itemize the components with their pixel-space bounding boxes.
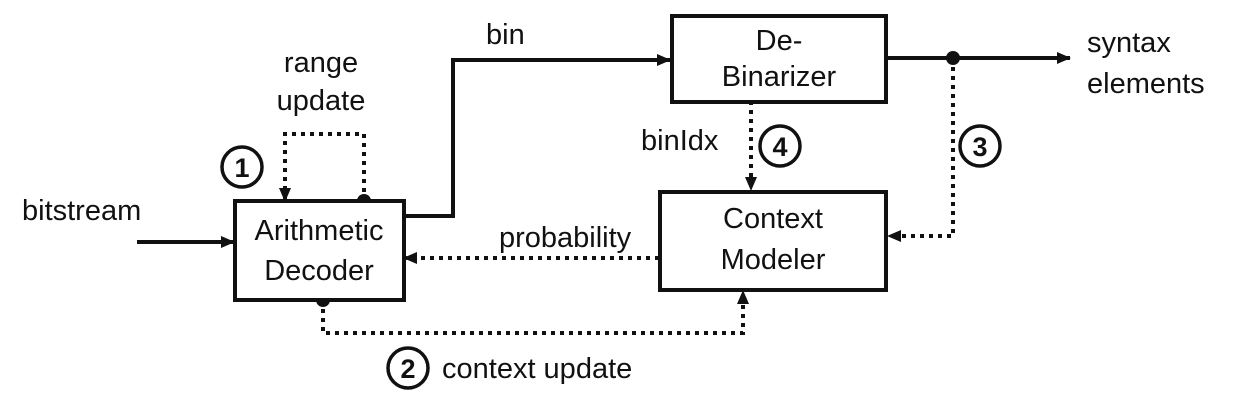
marker-3-number: 3 [972,132,987,162]
marker-4: 4 [758,124,802,168]
syntax-feedback-arrow [887,58,955,242]
context-modeler-label-2: Modeler [721,244,826,276]
bitstream-label: bitstream [22,195,141,227]
context-update-arrow [321,290,749,335]
marker-1-number: 1 [234,153,249,183]
range-update-label-1: range [284,47,358,79]
de-binarizer-block: De- Binarizer [670,14,888,104]
syntax-elements-label-1: syntax [1087,27,1171,59]
arithmetic-decoder-label-1: Arithmetic [255,215,384,247]
arithmetic-decoder-block: Arithmetic Decoder [233,199,406,302]
probability-label: probability [499,222,632,254]
context-modeler-block: Context Modeler [658,190,888,292]
marker-3: 3 [958,124,1002,168]
de-binarizer-label-1: De- [756,25,803,57]
de-binarizer-label-2: Binarizer [722,61,837,93]
range-update-loop [279,132,366,202]
arithmetic-decoder-label-2: Decoder [264,255,374,287]
range-update-label-2: update [277,85,366,117]
context-modeler-label-1: Context [723,203,823,235]
context-update-label: context update [442,353,632,385]
bin-label: bin [486,19,525,51]
binidx-label: binIdx [641,125,719,157]
syntax-elements-label-2: elements [1087,68,1205,100]
marker-4-number: 4 [772,132,787,162]
marker-2: 2 [386,346,430,390]
marker-2-number: 2 [400,354,415,384]
bin-arrow [404,54,671,218]
marker-1: 1 [220,145,264,189]
